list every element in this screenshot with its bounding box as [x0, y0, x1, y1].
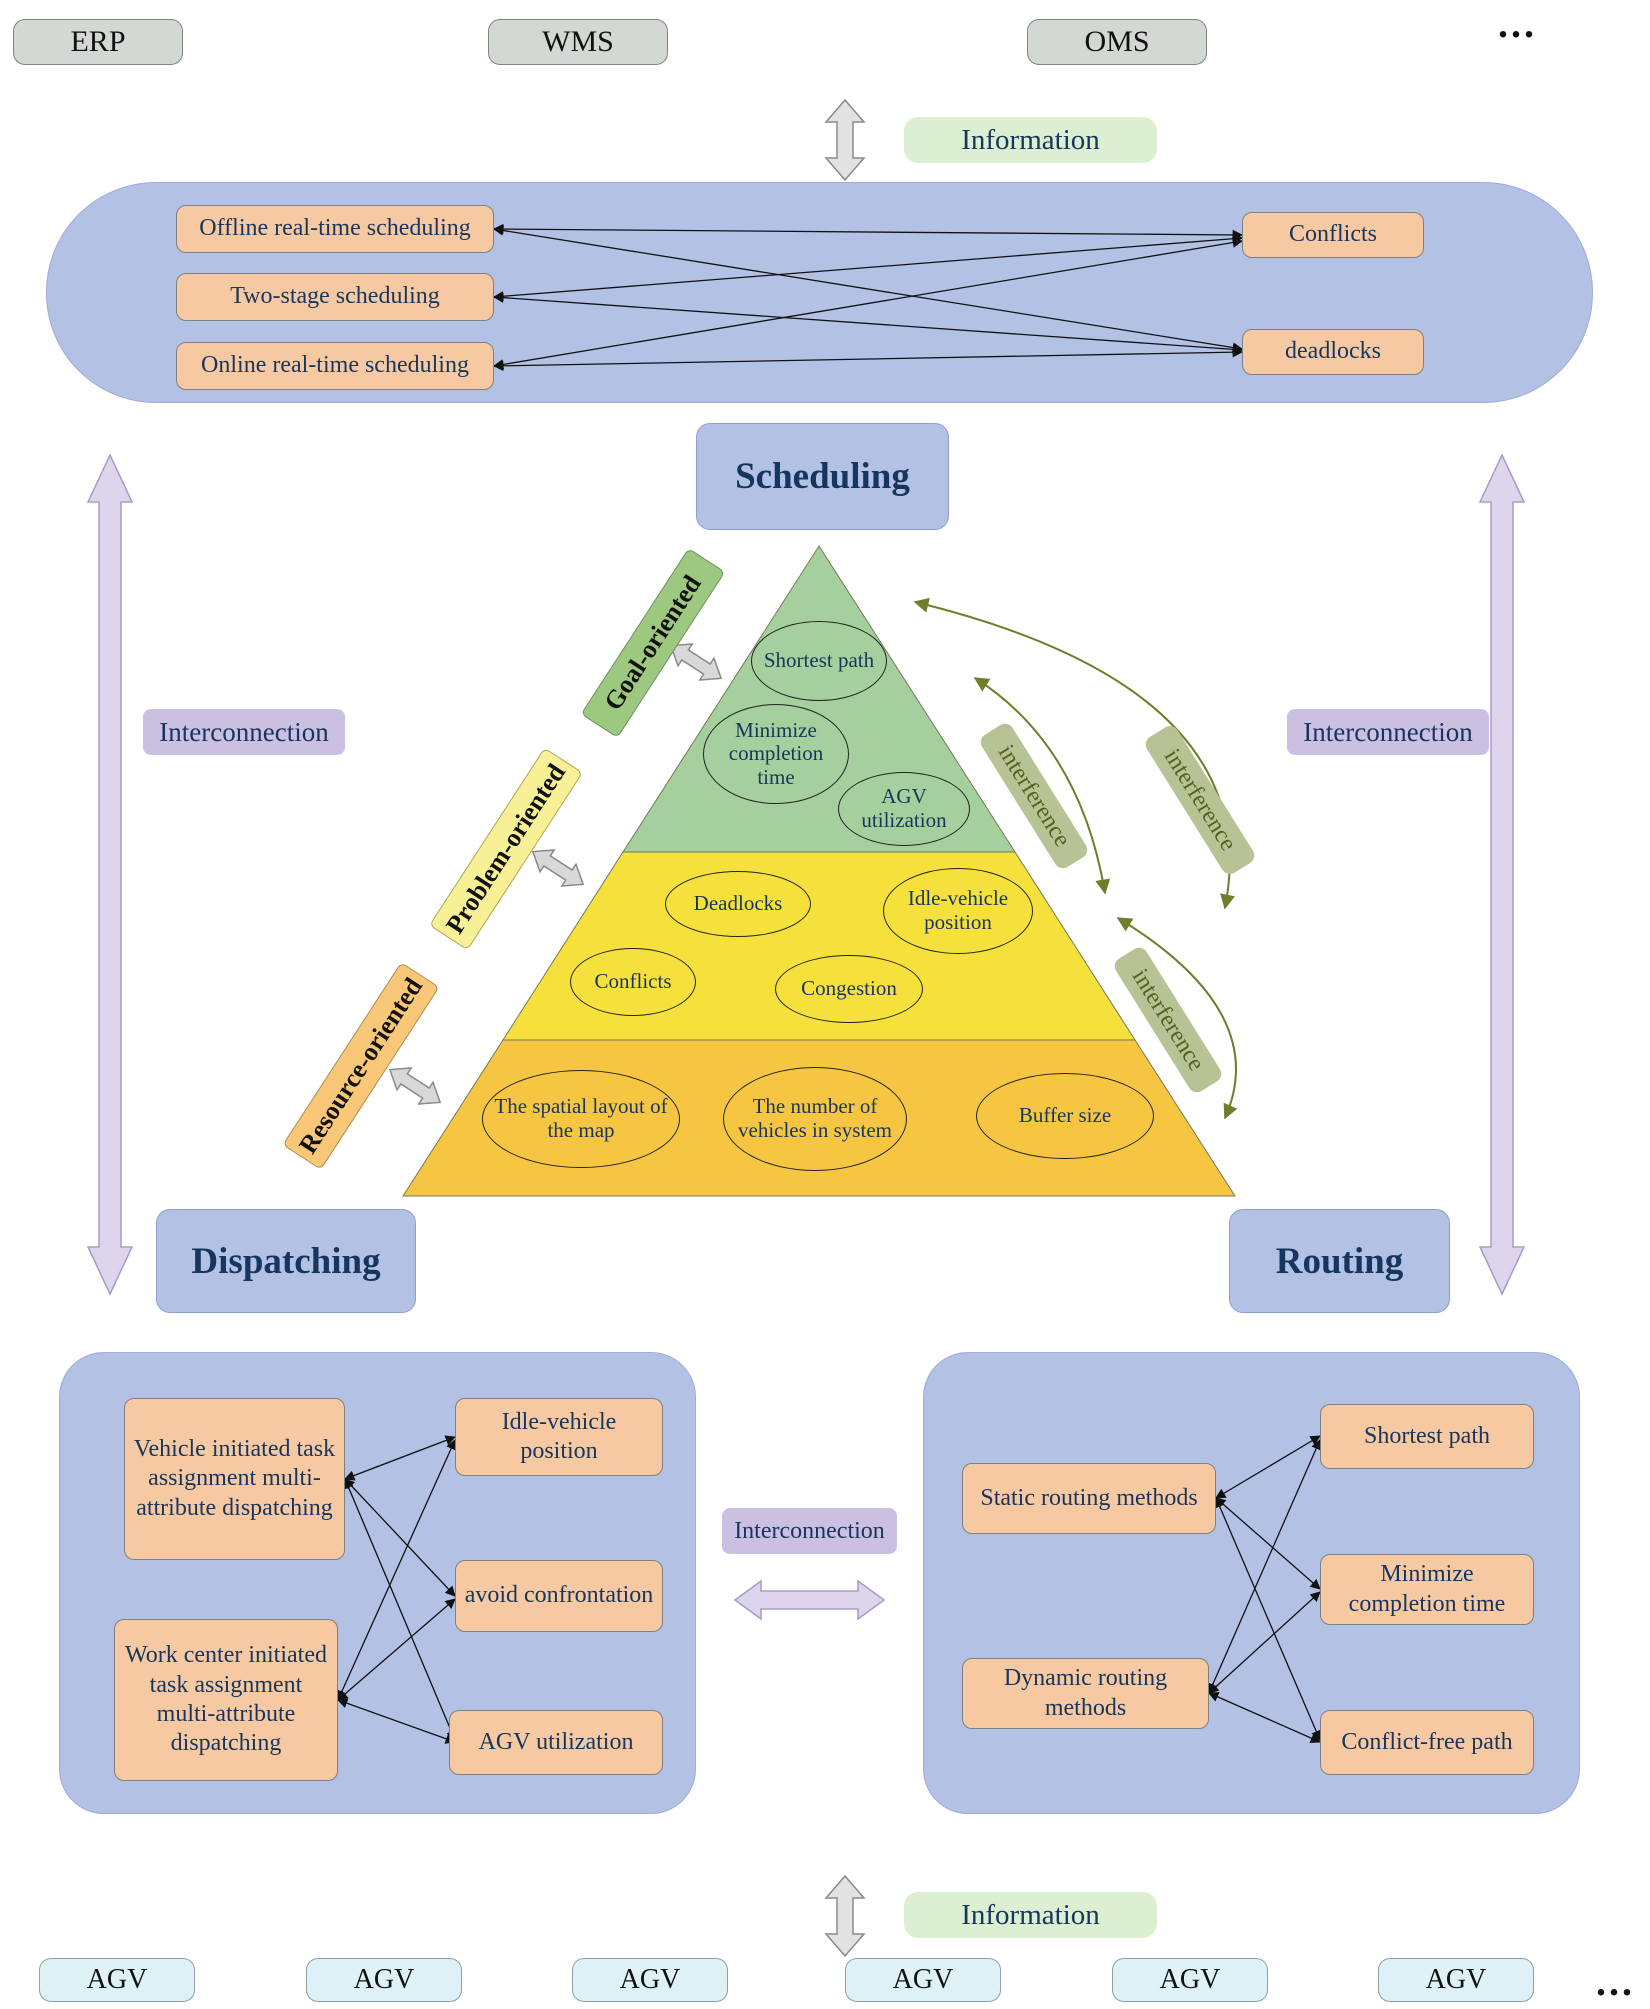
dispatch-work-center-initiated: Work center initiated task assignment mu… [114, 1619, 338, 1781]
goal-agv-utilization: AGV utilization [838, 772, 970, 846]
issue-deadlocks: deadlocks [1242, 329, 1424, 375]
resource-buffer-size: Buffer size [976, 1073, 1154, 1159]
resource-number-of-vehicles: The number of vehicles in system [723, 1067, 907, 1171]
problem-deadlocks: Deadlocks [665, 871, 811, 937]
level-link-arrows [388, 643, 723, 1105]
interference-label-3: interference [1111, 944, 1225, 1096]
interconnection-right-arrow [1478, 453, 1526, 1296]
issue-conflicts: Conflicts [1242, 212, 1424, 258]
resource-spatial-layout: The spatial layout of the map [482, 1070, 680, 1168]
goal-minimize-completion-time: Minimize completion time [703, 704, 849, 804]
interference-label-1: interference [977, 720, 1091, 872]
routing-minimize-completion-time: Minimize completion time [1320, 1554, 1534, 1625]
information-top-label: Information [904, 117, 1157, 163]
method-online-realtime-scheduling: Online real-time scheduling [176, 342, 494, 390]
interconnection-center-label: Interconnection [722, 1508, 897, 1554]
problem-conflicts: Conflicts [570, 948, 696, 1016]
routing-shortest-path: Shortest path [1320, 1404, 1534, 1469]
dispatch-idle-vehicle-position: Idle-vehicle position [455, 1398, 663, 1476]
information-bottom-label: Information [904, 1892, 1157, 1938]
bottom-ellipsis: ... [1596, 1959, 1635, 2004]
agv-box-3: AGV [572, 1958, 728, 2002]
dispatch-vehicle-initiated: Vehicle initiated task assignment multi-… [124, 1398, 345, 1560]
agv-box-6: AGV [1378, 1958, 1534, 2002]
agv-box-1: AGV [39, 1958, 195, 2002]
information-top-arrow [824, 98, 866, 182]
system-box-erp: ERP [13, 19, 183, 65]
method-two-stage-scheduling: Two-stage scheduling [176, 273, 494, 321]
information-bottom-arrow [824, 1874, 866, 1958]
dispatch-avoid-confrontation: avoid confrontation [455, 1560, 663, 1632]
method-offline-realtime-scheduling: Offline real-time scheduling [176, 205, 494, 253]
goal-oriented-label: Goal-oriented [580, 547, 726, 739]
agv-box-5: AGV [1112, 1958, 1268, 2002]
routing-static-methods: Static routing methods [962, 1463, 1216, 1534]
dispatching-title: Dispatching [156, 1209, 416, 1313]
goal-shortest-path: Shortest path [751, 621, 887, 701]
problem-oriented-label: Problem-oriented [428, 747, 584, 951]
interconnection-left-arrow [86, 453, 134, 1296]
routing-conflict-free-path: Conflict-free path [1320, 1710, 1534, 1775]
resource-oriented-label: Resource-oriented [282, 962, 440, 1170]
problem-idle-vehicle-position: Idle-vehicle position [883, 868, 1033, 954]
routing-dynamic-methods: Dynamic routing methods [962, 1658, 1209, 1729]
interference-label-2: interference [1142, 722, 1258, 878]
interconnection-center-arrow [733, 1579, 886, 1621]
system-box-oms: OMS [1027, 19, 1207, 65]
problem-congestion: Congestion [775, 955, 923, 1023]
agv-box-4: AGV [845, 1958, 1001, 2002]
dispatch-agv-utilization: AGV utilization [449, 1710, 663, 1775]
routing-title: Routing [1229, 1209, 1450, 1313]
scheduling-title: Scheduling [696, 423, 949, 530]
system-box-wms: WMS [488, 19, 668, 65]
agv-box-2: AGV [306, 1958, 462, 2002]
interconnection-left-label: Interconnection [143, 709, 345, 755]
top-ellipsis: ... [1498, 1, 1537, 46]
interconnection-right-label: Interconnection [1287, 709, 1489, 755]
